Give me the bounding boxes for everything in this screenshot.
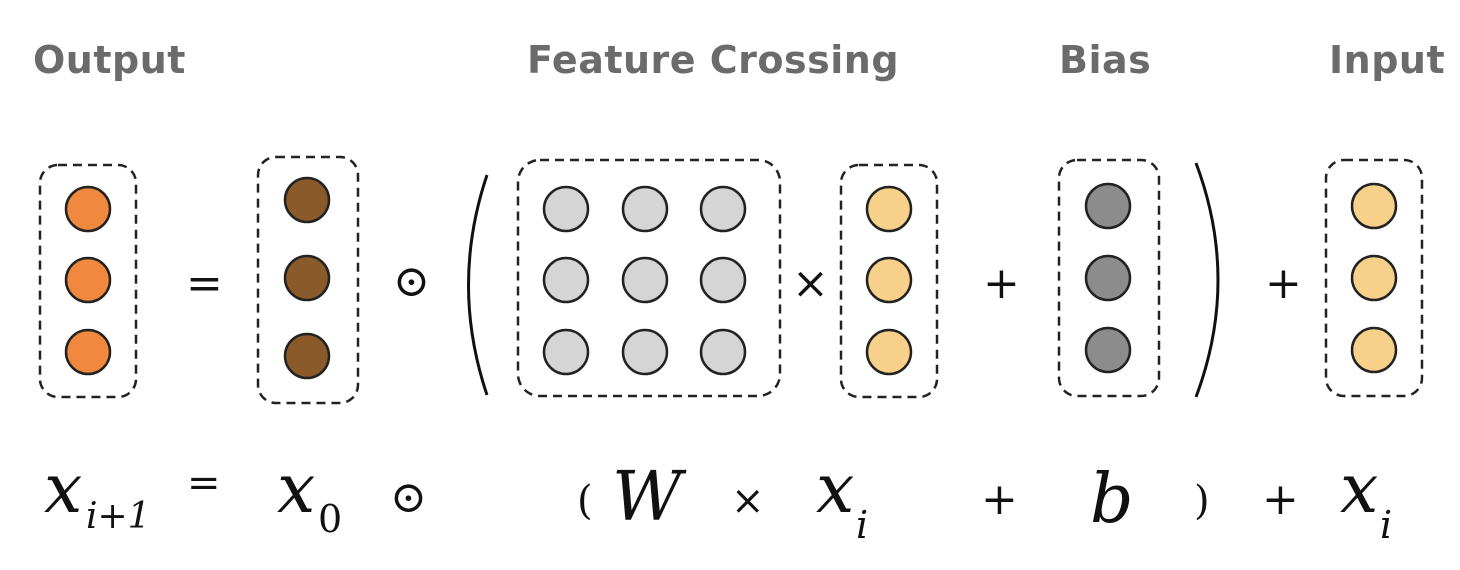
formula-times: × xyxy=(731,478,765,524)
formula-b: b xyxy=(1090,460,1134,539)
input-label: Input xyxy=(1329,38,1446,82)
formula-x0: x xyxy=(277,450,315,529)
weight-node xyxy=(699,185,747,233)
weight-node xyxy=(542,256,590,304)
bias-label: Bias xyxy=(1059,38,1152,82)
xi-vector xyxy=(839,163,939,399)
formula-plus: + xyxy=(981,474,1018,525)
input-vector xyxy=(1324,158,1424,398)
xi-node xyxy=(865,185,913,233)
weight-node xyxy=(542,185,590,233)
weight-node xyxy=(621,185,669,233)
feature-crossing-label: Feature Crossing xyxy=(527,38,900,82)
output-label: Output xyxy=(33,38,186,82)
formula-equals: = xyxy=(187,460,221,506)
equals-symbol: = xyxy=(186,258,223,309)
weight-node xyxy=(699,328,747,376)
formula-x-output: x xyxy=(44,450,82,529)
right-parenthesis xyxy=(1194,162,1220,398)
output-node xyxy=(64,185,112,233)
input-node xyxy=(1350,326,1398,374)
weight-node xyxy=(699,256,747,304)
bias-node xyxy=(1084,326,1132,374)
weight-node xyxy=(621,328,669,376)
input-node xyxy=(1350,182,1398,230)
formula-lparen: ( xyxy=(577,478,593,524)
formula-plus: + xyxy=(1262,474,1299,525)
x0-node xyxy=(283,332,331,380)
formula-sub-i: i xyxy=(856,503,868,547)
weight-node xyxy=(542,328,590,376)
output-node xyxy=(64,256,112,304)
weight-node xyxy=(621,256,669,304)
x0-node xyxy=(283,254,331,302)
formula-rparen: ) xyxy=(1194,478,1210,524)
output-node xyxy=(64,328,112,376)
formula-W: W xyxy=(612,458,687,537)
formula-row: x i+1 = x 0 ⊙ ( W × x i + b ) + x i xyxy=(44,450,1392,547)
left-parenthesis xyxy=(467,174,489,396)
formula-hadamard: ⊙ xyxy=(390,472,427,523)
plus-symbol: + xyxy=(983,258,1020,309)
hadamard-symbol: ⊙ xyxy=(393,256,430,307)
formula-sub-i: i xyxy=(1380,503,1392,547)
plus-symbol: + xyxy=(1265,258,1302,309)
formula-xi-input: x xyxy=(1340,450,1378,529)
bias-node xyxy=(1084,182,1132,230)
formula-sub-next: i+1 xyxy=(86,496,151,537)
xi-node xyxy=(865,256,913,304)
xi-node xyxy=(865,328,913,376)
weight-matrix xyxy=(516,158,782,398)
x0-vector xyxy=(256,155,360,405)
input-node xyxy=(1350,254,1398,302)
output-vector xyxy=(38,163,138,399)
bias-node xyxy=(1084,254,1132,302)
bias-vector xyxy=(1057,158,1161,398)
times-symbol: × xyxy=(792,258,829,309)
formula-xi: x xyxy=(816,450,854,529)
x0-node xyxy=(283,176,331,224)
formula-sub-zero: 0 xyxy=(318,497,342,541)
